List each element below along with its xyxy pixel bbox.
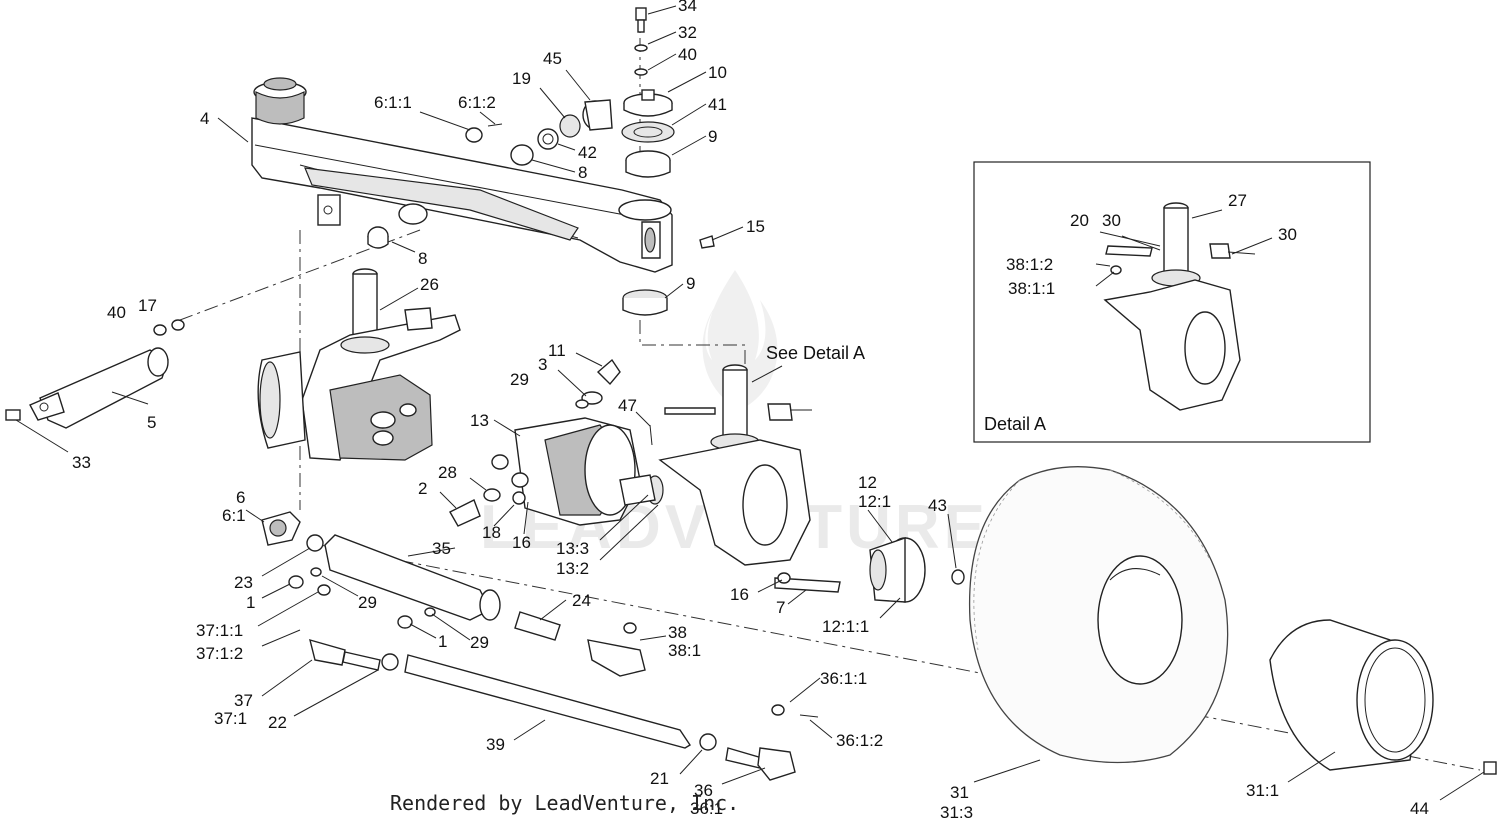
callout-31-3: 31:3 xyxy=(940,803,973,822)
wheel-hub xyxy=(869,537,965,603)
callout-9: 9 xyxy=(708,127,717,146)
callout-11: 11 xyxy=(548,341,566,360)
left-spindle-assembly xyxy=(257,268,461,461)
callout-12-1: 12:1 xyxy=(858,492,891,511)
callout-37-1-1: 37:1:1 xyxy=(196,621,243,640)
callout-16: 16 xyxy=(512,533,531,552)
callout-1: 1 xyxy=(246,593,255,612)
callout-31: 31 xyxy=(950,783,969,802)
lower-bushings xyxy=(367,226,715,316)
callout-40: 40 xyxy=(678,45,697,64)
callout-30: 30 xyxy=(1102,211,1121,230)
callout-34: 34 xyxy=(678,0,697,15)
callout-40b: 40 xyxy=(107,303,126,322)
callout-36-1-1: 36:1:1 xyxy=(820,669,867,688)
cylinder-5 xyxy=(5,319,185,429)
callout-36-1: 36:1 xyxy=(690,799,723,818)
callout-35: 35 xyxy=(432,539,451,558)
callout-6-1-2: 6:1:2 xyxy=(458,93,496,112)
right-spindle-assembly xyxy=(658,364,841,593)
credit-text: Rendered by LeadVenture, Inc. xyxy=(390,791,739,815)
steering-linkage xyxy=(261,511,819,781)
callout-6-1-1: 6:1:1 xyxy=(374,93,412,112)
callout-20: 20 xyxy=(1070,211,1089,230)
callout-31-1: 31:1 xyxy=(1246,781,1279,800)
callout-32: 32 xyxy=(678,23,697,42)
callout-47: 47 xyxy=(618,396,637,415)
callout-42: 42 xyxy=(578,143,597,162)
center-motor xyxy=(449,358,664,527)
kingpin-hardware-stack xyxy=(621,7,675,178)
callout-38-1-1: 38:1:1 xyxy=(1008,279,1055,298)
callout-24: 24 xyxy=(572,591,591,610)
callout-9b: 9 xyxy=(686,274,695,293)
callout-4: 4 xyxy=(200,109,209,128)
callout-13: 13 xyxy=(470,411,489,430)
callout-2: 2 xyxy=(418,479,427,498)
callout-23: 23 xyxy=(234,573,253,592)
callout-22: 22 xyxy=(268,713,287,732)
callout-17: 17 xyxy=(138,296,157,315)
callout-13-2: 13:2 xyxy=(556,559,589,578)
callout-28: 28 xyxy=(438,463,457,482)
callout-8b: 8 xyxy=(418,249,427,268)
callout-36: 36 xyxy=(694,781,713,800)
callout-36-1-2: 36:1:2 xyxy=(836,731,883,750)
detail-a-label: Detail A xyxy=(984,414,1046,434)
callout-37-1: 37:1 xyxy=(214,709,247,728)
callout-38-1-2: 38:1:2 xyxy=(1006,255,1053,274)
bushing-set xyxy=(465,99,613,166)
callout-16b: 16 xyxy=(730,585,749,604)
callout-27: 27 xyxy=(1228,191,1247,210)
callout-33: 33 xyxy=(72,453,91,472)
callout-1b: 1 xyxy=(438,632,447,651)
callout-labels: 34 32 40 10 41 9 45 19 42 8 6:1:1 6:1:2 … xyxy=(72,0,1429,822)
callout-37-1-2: 37:1:2 xyxy=(196,644,243,663)
callout-7: 7 xyxy=(776,598,785,617)
callout-19: 19 xyxy=(512,69,531,88)
callout-38: 38 xyxy=(668,623,687,642)
callout-21: 21 xyxy=(650,769,669,788)
callout-29: 29 xyxy=(510,370,529,389)
callout-38-1: 38:1 xyxy=(668,641,701,660)
leader-lines xyxy=(15,5,1485,801)
callout-43: 43 xyxy=(928,496,947,515)
callout-12-1-1: 12:1:1 xyxy=(822,617,869,636)
callout-44: 44 xyxy=(1410,799,1429,818)
callout-30b: 30 xyxy=(1278,225,1297,244)
callout-10: 10 xyxy=(708,63,727,82)
callout-6-1: 6:1 xyxy=(222,506,246,525)
callout-5: 5 xyxy=(147,413,156,432)
callout-45: 45 xyxy=(543,49,562,68)
callout-6: 6 xyxy=(236,488,245,507)
callout-18: 18 xyxy=(482,523,501,542)
detail-a-box: Detail A xyxy=(973,161,1371,443)
callout-8: 8 xyxy=(578,163,587,182)
callout-26: 26 xyxy=(420,275,439,294)
axle-beam xyxy=(251,77,673,273)
callout-37: 37 xyxy=(234,691,253,710)
callout-39: 39 xyxy=(486,735,505,754)
wheel-rim xyxy=(1269,619,1497,775)
callout-29c: 29 xyxy=(470,633,489,652)
callout-41: 41 xyxy=(708,95,727,114)
callout-29b: 29 xyxy=(358,593,377,612)
see-detail-a-label: See Detail A xyxy=(766,343,865,363)
callout-12: 12 xyxy=(858,473,877,492)
tire xyxy=(968,466,1229,764)
callout-13-3: 13:3 xyxy=(556,539,589,558)
callout-3: 3 xyxy=(538,355,547,374)
callout-15: 15 xyxy=(746,217,765,236)
